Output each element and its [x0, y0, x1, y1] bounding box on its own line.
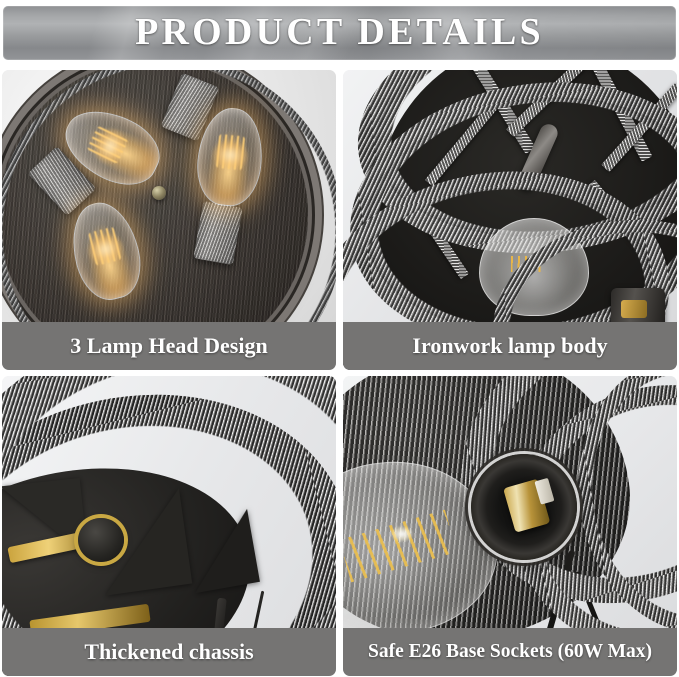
socket-brass-contact [503, 478, 551, 533]
panel-caption-text: Safe E26 Base Sockets (60W Max) [368, 641, 652, 663]
feature-panel-safe-e26-base-sockets: Safe E26 Base Sockets (60W Max) [343, 376, 677, 676]
product-photo-ironwork-lamp-body [343, 70, 677, 370]
feature-panel-ironwork-lamp-body: Ironwork lamp body [343, 70, 677, 370]
panel-caption-bar: Ironwork lamp body [343, 322, 677, 370]
feature-panel-thickened-chassis: Thickened chassis [2, 376, 336, 676]
panel-caption-text: 3 Lamp Head Design [70, 333, 268, 358]
product-photo-thickened-chassis [2, 376, 336, 676]
feature-panel-grid: 3 Lamp Head Design [0, 68, 679, 677]
panel-caption-text: Ironwork lamp body [412, 333, 608, 358]
panel-caption-bar: 3 Lamp Head Design [2, 322, 336, 370]
product-photo-3-lamp-head-design [2, 70, 336, 370]
panel-caption-text: Thickened chassis [84, 639, 254, 664]
filament-highlight [391, 526, 413, 542]
feature-panel-3-lamp-head-design: 3 Lamp Head Design [2, 70, 336, 370]
chassis-screw [152, 186, 166, 200]
page-title-banner: PRODUCT DETAILS [3, 6, 676, 60]
product-photo-e26-socket [343, 376, 677, 676]
panel-caption-bar: Thickened chassis [2, 628, 336, 676]
page-title: PRODUCT DETAILS [135, 11, 544, 53]
panel-caption-bar: Safe E26 Base Sockets (60W Max) [343, 628, 677, 676]
